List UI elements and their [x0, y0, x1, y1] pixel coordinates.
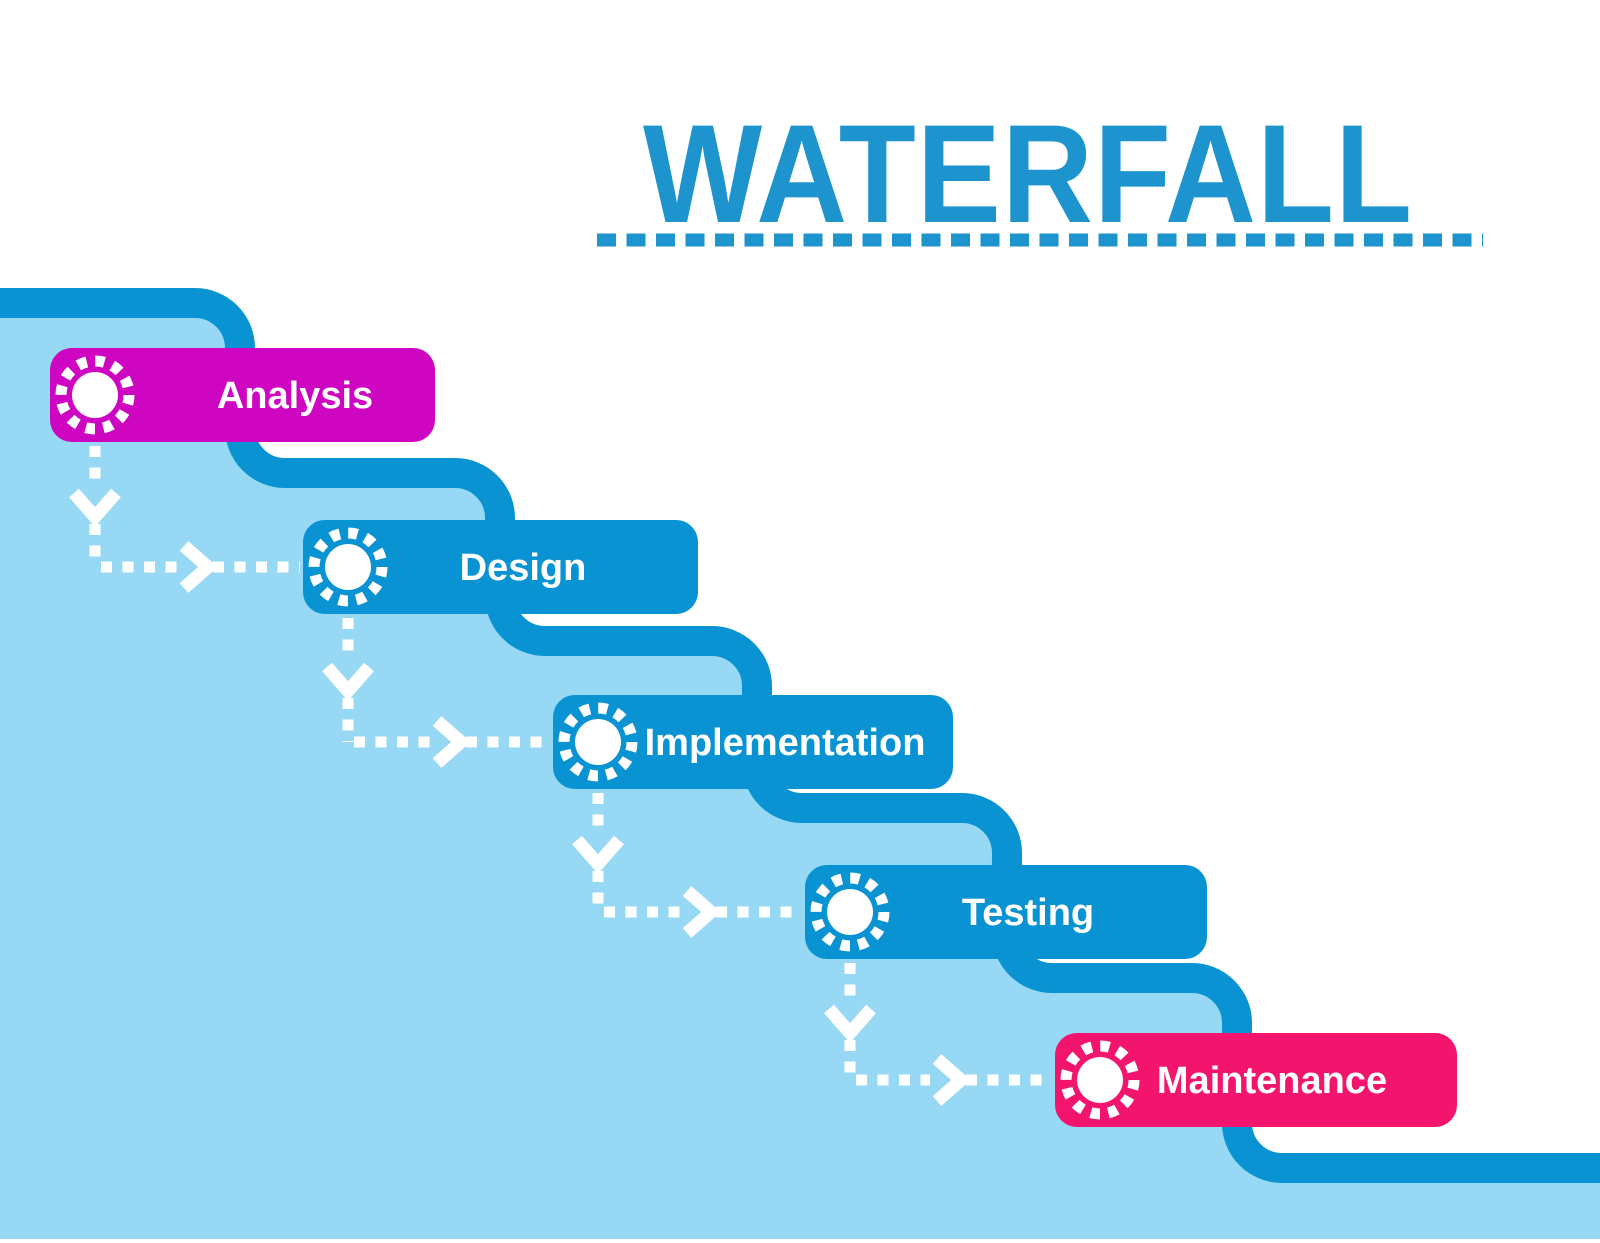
stage-box [303, 520, 698, 614]
dashed-circle-icon [558, 702, 638, 782]
stage-box [50, 348, 435, 442]
chevron-down-icon [322, 662, 374, 701]
dashed-circle-icon [1060, 1040, 1140, 1120]
connector-analysis-design [69, 446, 300, 593]
chevron-down-icon [572, 835, 624, 874]
stage-label: Testing [962, 892, 1094, 934]
chevron-down-icon [69, 488, 121, 527]
dashed-circle-icon [55, 355, 135, 435]
diagram-title: WATERFALL [643, 95, 1413, 252]
chevron-down-icon [824, 1004, 876, 1043]
stage-implementation: Implementation [553, 695, 953, 789]
dashed-circle-icon [308, 527, 388, 607]
chevron-right-icon [179, 541, 218, 593]
stage-box [553, 695, 953, 789]
dashed-circle-icon [810, 872, 890, 952]
stage-box [805, 865, 1207, 959]
stage-label: Maintenance [1157, 1060, 1387, 1102]
chevron-right-icon [682, 886, 721, 938]
stage-maintenance: Maintenance [1055, 1033, 1457, 1127]
stage-label: Analysis [217, 375, 373, 417]
stage-label: Design [460, 547, 587, 589]
connector-implementation-testing [572, 793, 802, 938]
chevron-right-icon [432, 716, 471, 768]
stage-label: Implementation [645, 722, 926, 764]
dashed-arrow-line [89, 446, 300, 573]
connector-design-implementation [322, 618, 550, 768]
stage-design: Design [303, 520, 698, 614]
connector-testing-maintenance [824, 963, 1052, 1106]
stage-testing: Testing [805, 865, 1207, 959]
dashed-arrow-line [342, 618, 550, 748]
stage-analysis: Analysis [50, 348, 435, 442]
stage-box [1055, 1033, 1457, 1127]
chevron-right-icon [932, 1054, 971, 1106]
